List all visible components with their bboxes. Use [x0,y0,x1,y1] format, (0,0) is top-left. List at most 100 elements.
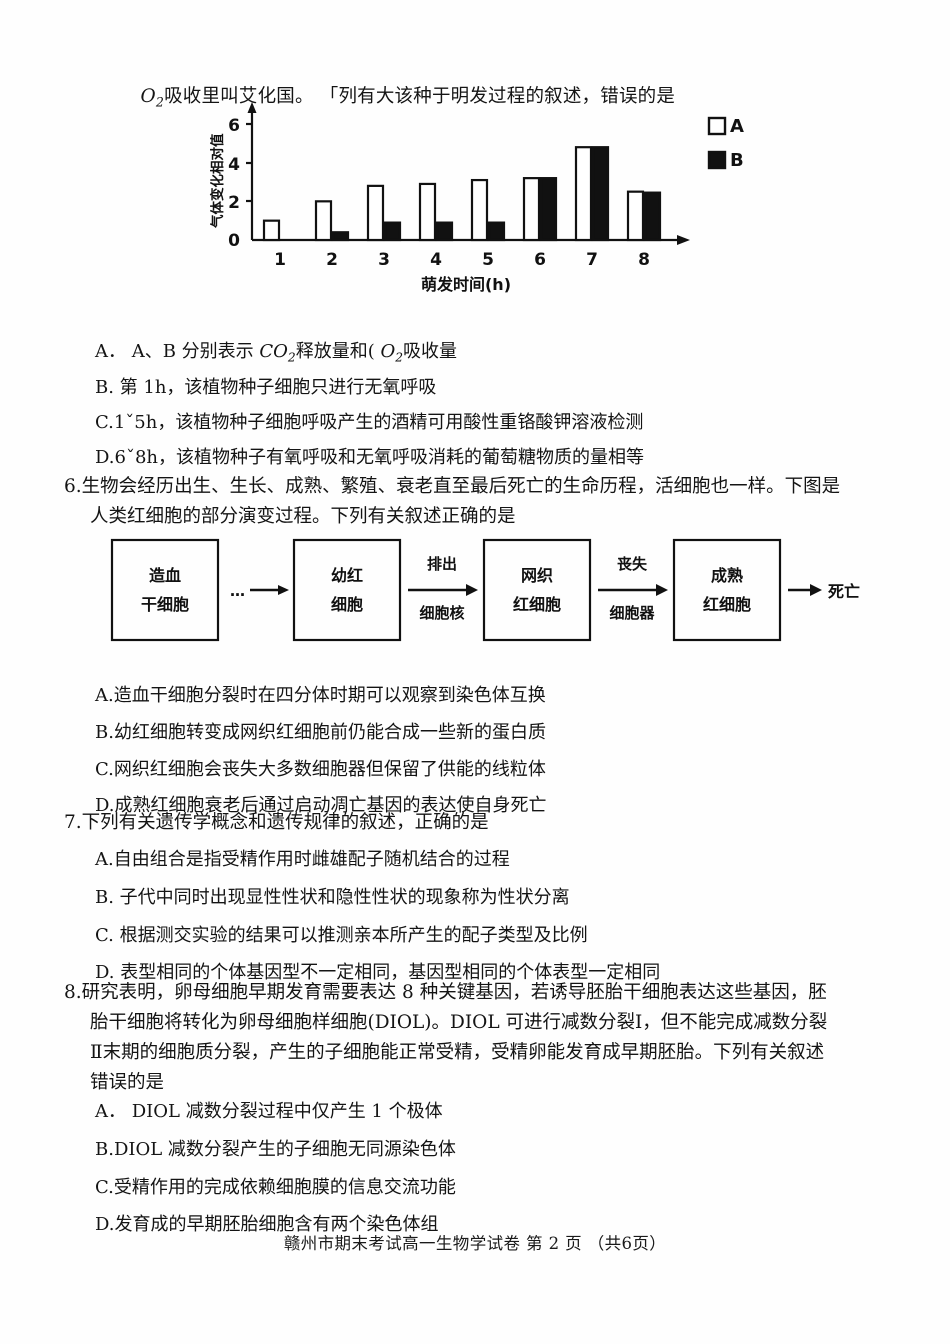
bar-b-3 [383,221,402,242]
q5-option-a-o: O [380,341,396,362]
q7-stem: 7.下列有关遗传学概念和遗传规律的叙述，正确的是 [64,808,894,838]
xtick-1: 1 [274,250,286,270]
xtick-2: 2 [326,250,338,270]
q8-stem-line3: Ⅱ末期的细胞质分裂，产生的子细胞能正常受精，受精卵能发育成早期胚胎。下列有关叙述 [90,1041,825,1063]
flow-diagram-svg: 造血 干细胞 … 幼红 细胞 排出 细胞核 [110,538,860,642]
flow-node-3-line2: 红细胞 [513,595,561,614]
q8-option-b: B.DIOL 减数分裂产生的子细胞无同源染色体 [95,1138,456,1160]
bar-b-7 [591,146,610,242]
q8-stem: 8.研究表明，卵母细胞早期发育需要表达 8 种关键基因，若诱导胚胎干细胞表达这些… [64,978,904,1098]
q5-symbol-o: O [140,85,156,107]
q6-option-a: A.造血干细胞分裂时在四分体时期可以观察到染色体互换 [95,685,546,706]
q8-option-a: A． DIOL 减数分裂过程中仅产生 1 个极体 [95,1101,443,1122]
q8-option-d: D.发育成的早期胚胎细胞含有两个染色体组 [95,1214,439,1236]
flow-connector-2-above: 排出 [427,555,457,573]
q5-symbol-o2: O2 [140,85,165,110]
flow-node-2-line2: 细胞 [331,595,363,614]
bar-b-8 [643,191,662,242]
q7-number: 7. [64,812,82,833]
q8-stem-line4: 错误的是 [90,1071,165,1093]
bar-a-4 [418,182,437,242]
q6-stem-line1: 6.生物会经历出生、生长、成熟、繁殖、衰老直至最后死亡的生命历程，活细胞也一样。… [64,472,894,502]
q6-option-b: B.幼红细胞转变成网织红细胞前仍能合成一些新的蛋白质 [95,721,546,743]
bar-b-6 [539,177,558,242]
legend-label-b: B [730,150,744,171]
q5-symbol-sub: 2 [155,94,165,110]
q5-stem-tail: O2吸收里叫艾化国。 「列有大该种于明发过程的叙述，错误的是 [104,52,864,143]
flow-node-2: 幼红 细胞 [292,538,402,642]
q5-bar-chart-figure: 气体变化相对值 6 4 2 0 1 2 3 4 5 6 7 [204,100,760,300]
q6-stem-line2: 人类红细胞的部分演变过程。下列有关叙述正确的是 [90,505,516,527]
q5-option-d: D.6ˇ8h，该植物种子有氧呼吸和无氧呼吸消耗的葡萄糖物质的量相等 [95,446,645,468]
q5-option-c: C.1ˇ5h，该植物种子细胞呼吸产生的酒精可用酸性重铬酸钾溶液检测 [95,411,644,433]
footer-text: 赣州市期末考试高一生物学试卷 第 2 页 （共6页） [283,1234,667,1253]
bar-b-5 [487,221,506,242]
legend-label-a: A [730,116,744,137]
bar-a-8 [626,190,645,242]
q8-number: 8. [64,982,82,1003]
flow-end: 死亡 [788,582,860,601]
q5-option-a-o-sub: 2 [395,350,404,365]
flow-node-2-line1: 幼红 [331,566,363,585]
q7-option-a: A.自由组合是指受精作用时雌雄配子随机结合的过程 [95,848,510,870]
bar-a-6 [522,177,541,242]
xtick-5: 5 [482,250,494,270]
bar-b-2 [331,231,350,242]
q8-option-c: C.受精作用的完成依赖细胞膜的信息交流功能 [95,1176,456,1198]
q7-block: 7.下列有关遗传学概念和遗传规律的叙述，正确的是 A.自由组合是指受精作用时雌雄… [64,808,894,988]
q6-option-d: D.成熟红细胞衰老后通过启动凋亡基因的表达使自身死亡 [95,795,547,817]
q5-option-a-prefix: A． A、B 分别表示 [95,341,260,362]
q6-stem: 6.生物会经历出生、生长、成熟、繁殖、衰老直至最后死亡的生命历程，活细胞也一样。… [64,472,894,532]
q6-options: A.造血干细胞分裂时在四分体时期可以观察到染色体互换 B.幼红细胞转变成网织红细… [95,682,875,821]
xtick-8: 8 [638,250,650,270]
flow-connector-3-above: 丧失 [617,555,648,573]
q8-options: A． DIOL 减数分裂过程中仅产生 1 个极体 B.DIOL 减数分裂产生的子… [95,1098,875,1240]
flow-node-4-line1: 成熟 [711,566,743,585]
q5-option-a-co-sub: 2 [287,350,296,365]
bar-a-3 [366,184,385,242]
q5-option-b: B. 第 1h，该植物种子细胞只进行无氧呼吸 [95,377,437,399]
ytick-6: 6 [228,116,240,136]
legend-swatch-a [707,116,727,136]
flow-connector-2: 排出 细胞核 [408,555,478,622]
flow-connector-1-dots: … [230,582,245,600]
flow-connector-1: … [230,582,289,600]
flow-connector-2-below: 细胞核 [419,604,464,622]
q5-option-a-o2: O2 [380,341,404,365]
flow-end-label: 死亡 [828,582,860,601]
ytick-0: 0 [228,231,240,251]
flow-node-3: 网织 红细胞 [482,538,592,642]
flow-connector-3-below: 细胞器 [609,604,655,622]
flow-connector-3: 丧失 细胞器 [598,555,668,622]
flow-node-1-line1: 造血 [149,566,181,585]
q5-option-a: A． A、B 分别表示 CO2释放量和( O2吸收量 [95,338,875,368]
flow-node-1: 造血 干细胞 [110,538,220,642]
q7-option-d: D. 表型相同的个体基因型不一定相同，基因型相同的个体表型一定相同 [95,962,661,984]
chart-xlabel: 萌发时间(h) [421,275,511,294]
bar-a-2 [314,200,333,242]
q5-stem-text: 吸收里叫艾化国。 「列有大该种于明发过程的叙述，错误的是 [164,85,676,107]
chart-y-axis: 6 4 2 0 [228,102,257,251]
xtick-4: 4 [430,250,442,270]
bar-chart-svg: 气体变化相对值 6 4 2 0 1 2 3 4 5 6 7 [209,102,744,294]
chart-ylabel: 气体变化相对值 [209,133,226,229]
xtick-7: 7 [586,250,598,270]
q5-options: A． A、B 分别表示 CO2释放量和( O2吸收量 B. 第 1h，该植物种子… [95,338,875,473]
bar-a-1 [262,219,281,242]
q5-option-a-co: CO [259,341,288,362]
chart-bars-group [262,146,662,242]
flow-node-1-line2: 干细胞 [141,595,189,614]
flow-node-4-line2: 红细胞 [703,595,751,614]
xtick-3: 3 [378,250,390,270]
q8-stem-line1: 8.研究表明，卵母细胞早期发育需要表达 8 种关键基因，若诱导胚胎干细胞表达这些… [64,978,904,1008]
q6-flow-diagram: 造血 干细胞 … 幼红 细胞 排出 细胞核 [104,536,864,648]
chart-legend: A B [707,116,744,171]
flow-node-3-line1: 网织 [521,566,553,585]
bar-b-4 [435,221,454,242]
q5-option-a-co2: CO2 [259,341,296,365]
page-footer: 赣州市期末考试高一生物学试卷 第 2 页 （共6页） [0,1230,950,1254]
q7-option-c: C. 根据测交实验的结果可以推测亲本所产生的配子类型及比例 [95,924,588,946]
q6-number: 6. [64,476,82,497]
q5-option-a-suffix: 吸收量 [403,341,458,362]
